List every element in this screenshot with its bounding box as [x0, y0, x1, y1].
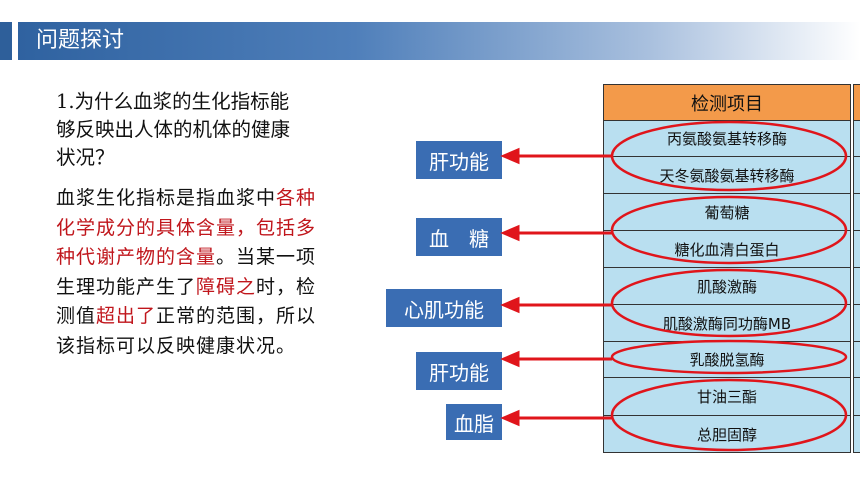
- label-liver-function: 肝功能: [416, 141, 502, 179]
- table-header: 检测项目: [603, 84, 851, 120]
- question-text: 1.为什么血浆的生化指标能够反映出人体的机体的健康状况？: [56, 90, 291, 169]
- table-main-column: 检测项目 丙氨酸氨基转移酶 天冬氨酸氨基转移酶 葡萄糖 糖化血清白蛋白 肌酸激酶…: [603, 84, 853, 453]
- table-cell: [853, 267, 860, 304]
- table-row: 天冬氨酸氨基转移酶: [603, 156, 851, 193]
- table-cell: [853, 230, 860, 267]
- table-cell: [853, 193, 860, 230]
- table-cell: [853, 156, 860, 193]
- test-items-table: 检测项目 丙氨酸氨基转移酶 天冬氨酸氨基转移酶 葡萄糖 糖化血清白蛋白 肌酸激酶…: [603, 84, 860, 453]
- answer-part-3: 时，检测值: [56, 275, 317, 328]
- answer-highlight-1: 各种化学成分的具体含量，包括多种代谢产物的含量: [56, 187, 317, 268]
- oval-liver-enzymes: [610, 120, 848, 192]
- answer-part-2: 。当某一项生理功能产生了: [56, 246, 317, 298]
- table-cell: [853, 120, 860, 156]
- answer-highlight-2: 障碍之: [196, 275, 257, 298]
- arrowhead-liver: [500, 147, 520, 165]
- oval-glucose: [610, 195, 848, 265]
- page-title: 问题探讨: [36, 28, 125, 53]
- table-row: 葡萄糖: [603, 193, 851, 230]
- arrowhead-heart: [500, 296, 520, 314]
- header-bar: [18, 22, 860, 60]
- table-cell: [853, 415, 860, 453]
- table-cell: [853, 304, 860, 341]
- header-accent: [0, 22, 12, 60]
- arrowhead-lipids: [500, 409, 520, 427]
- table-row: 总胆固醇: [603, 415, 851, 453]
- label-liver-function-2: 肝功能: [416, 352, 502, 390]
- label-heart-function: 心肌功能: [386, 289, 502, 327]
- arrowhead-glucose: [500, 224, 520, 242]
- table-second-column: [853, 84, 860, 453]
- table-row: 甘油三酯: [603, 377, 851, 415]
- answer-highlight-3: 超出了: [96, 305, 157, 327]
- oval-lactate-dehydrogenase: [610, 339, 848, 375]
- answer-part-1: 血浆生化指标是指血浆中: [56, 187, 277, 209]
- table-row: 糖化血清白蛋白: [603, 230, 851, 267]
- table-row: 丙氨酸氨基转移酶: [603, 120, 851, 156]
- label-blood-lipids: 血脂: [446, 404, 502, 440]
- table-row: 肌酸激酶: [603, 267, 851, 304]
- label-blood-sugar: 血 糖: [416, 218, 502, 256]
- answer-text: 血浆生化指标是指血浆中各种化学成分的具体含量，包括多种代谢产物的含量。当某一项生…: [56, 184, 318, 361]
- oval-creatine-kinase: [610, 268, 848, 338]
- answer-part-4: 正常的范围，所以该指标可以反映健康状况。: [56, 305, 317, 357]
- table-header-cell: [853, 84, 860, 120]
- oval-lipids: [610, 378, 848, 452]
- arrowhead-ldh: [500, 350, 520, 368]
- table-cell: [853, 341, 860, 377]
- table-cell: [853, 377, 860, 415]
